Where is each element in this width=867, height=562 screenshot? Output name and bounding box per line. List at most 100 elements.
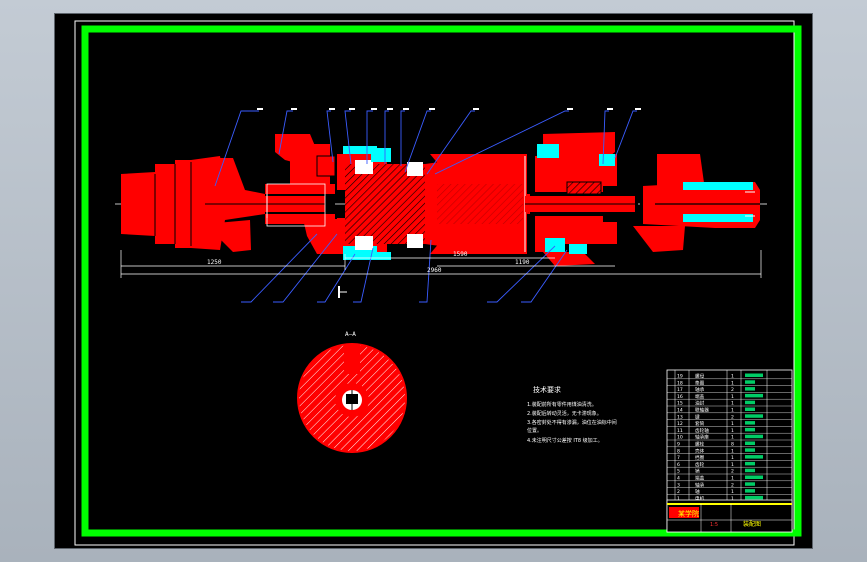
dim-right-span: 1190 (515, 259, 530, 266)
part-name: 齿轮 (695, 461, 705, 468)
drawing-title: 装配图 (743, 520, 761, 528)
part-number: 5 (677, 469, 680, 475)
part-number: 17 (677, 387, 683, 393)
part-number: 15 (677, 401, 683, 407)
outer-white-border (74, 20, 795, 546)
part-number: 9 (677, 442, 680, 448)
part-number: 4 (677, 476, 680, 482)
part-number: 16 (677, 394, 683, 400)
parts-row: 7 挡圈 1 (667, 454, 792, 461)
part-name: 套筒 (695, 420, 705, 427)
note-line-5: 4.未注明尺寸公差按 IT8 级加工。 (527, 437, 603, 444)
school-name: 某学院 (678, 509, 699, 518)
parts-row: 12 套筒 1 (667, 420, 792, 427)
part-qty: 1 (731, 401, 734, 407)
leader-lines (214, 110, 637, 303)
dim-total: 2960 (427, 267, 442, 274)
parts-row: 8 壳体 1 (667, 447, 792, 454)
dim-shaft: 1590 (453, 251, 468, 258)
part-name: 轴承 (695, 386, 705, 393)
part-name: 螺母 (695, 373, 705, 380)
dimension-lines (120, 250, 762, 278)
part-number: 19 (677, 374, 683, 380)
parts-row: 3 轴承 2 (667, 481, 792, 488)
part-number: 10 (677, 435, 683, 441)
part-name: 油封 (695, 400, 705, 407)
part-name: 销 (695, 468, 700, 475)
part-qty: 1 (731, 476, 734, 482)
part-number: 12 (677, 421, 683, 427)
section-aa-view: A—A (297, 331, 407, 453)
cad-drawing: 1250 1590 1190 2960 A—A 技术要求 1.装配前所有零件用煤… (74, 20, 802, 546)
part-name: 齿轮轴 (695, 427, 709, 434)
parts-row: 11 齿轮轴 1 (667, 427, 792, 434)
part-qty: 8 (731, 442, 734, 448)
part-qty: 1 (731, 421, 734, 427)
part-name: 键 (695, 413, 700, 420)
part-qty: 1 (731, 462, 734, 468)
part-number: 13 (677, 414, 683, 420)
part-number: 1 (677, 496, 680, 502)
parts-row: 5 销 2 (667, 468, 792, 475)
part-qty: 1 (731, 489, 734, 495)
part-qty: 1 (731, 448, 734, 454)
note-line-3: 3.各密封处不得有渗漏，油位在油标中间 (527, 419, 617, 426)
part-qty: 1 (731, 428, 734, 434)
green-frame (81, 25, 802, 537)
part-number: 18 (677, 380, 683, 386)
section-marker (338, 286, 347, 298)
note-line-2: 2.装配后转动灵活，无卡滞现象。 (527, 410, 602, 417)
part-name: 挡圈 (695, 454, 705, 461)
part-name: 电机 (695, 495, 705, 502)
parts-row: 13 键 2 (667, 413, 792, 420)
leader-tags (257, 108, 641, 110)
notes-title: 技术要求 (533, 385, 561, 394)
parts-row: 17 轴承 2 (667, 386, 792, 393)
technical-notes: 技术要求 1.装配前所有零件用煤油清洗。 2.装配后转动灵活，无卡滞现象。 3.… (527, 385, 617, 444)
parts-row: 18 垫圈 1 (667, 379, 792, 386)
part-number: 11 (677, 428, 683, 434)
part-number: 8 (677, 448, 680, 454)
parts-row: 14 联轴器 1 (667, 407, 792, 414)
part-name: 壳体 (695, 447, 705, 454)
part-qty: 1 (731, 380, 734, 386)
drawing-scale: 1:5 (710, 522, 718, 528)
parts-row: 10 轴承座 1 (667, 434, 792, 441)
part-name: 垫圈 (695, 379, 705, 386)
part-number: 7 (677, 455, 680, 461)
parts-row: 2 轴 1 (667, 488, 792, 495)
parts-row: 15 油封 1 (667, 400, 792, 407)
part-name: 联轴器 (695, 407, 709, 414)
note-line-4: 位置。 (527, 427, 542, 434)
part-name: 端盖 (695, 475, 705, 482)
section-label: A—A (345, 331, 356, 338)
part-qty: 1 (731, 374, 734, 380)
parts-row: 4 端盖 1 (667, 475, 792, 482)
part-name: 轴承座 (695, 434, 709, 441)
part-qty: 1 (731, 435, 734, 441)
parts-row: 6 齿轮 1 (667, 461, 792, 468)
parts-row: 19 螺母 1 (667, 373, 792, 380)
part-qty: 1 (731, 496, 734, 502)
part-number: 3 (677, 482, 680, 488)
part-qty: 1 (731, 408, 734, 414)
part-name: 轴承 (695, 481, 705, 488)
part-qty: 1 (731, 394, 734, 400)
part-number: 2 (677, 489, 680, 495)
part-qty: 1 (731, 455, 734, 461)
part-qty: 2 (731, 387, 734, 393)
left-bearing-a (316, 155, 336, 177)
part-qty: 2 (731, 482, 734, 488)
part-number: 14 (677, 408, 683, 414)
parts-row: 16 端盖 1 (667, 393, 792, 400)
part-qty: 2 (731, 469, 734, 475)
assembly-section-view (115, 132, 767, 266)
part-number: 6 (677, 462, 680, 468)
dim-left-overall: 1250 (207, 259, 222, 266)
part-name: 轴 (695, 488, 700, 495)
part-qty: 2 (731, 414, 734, 420)
part-name: 端盖 (695, 393, 705, 400)
